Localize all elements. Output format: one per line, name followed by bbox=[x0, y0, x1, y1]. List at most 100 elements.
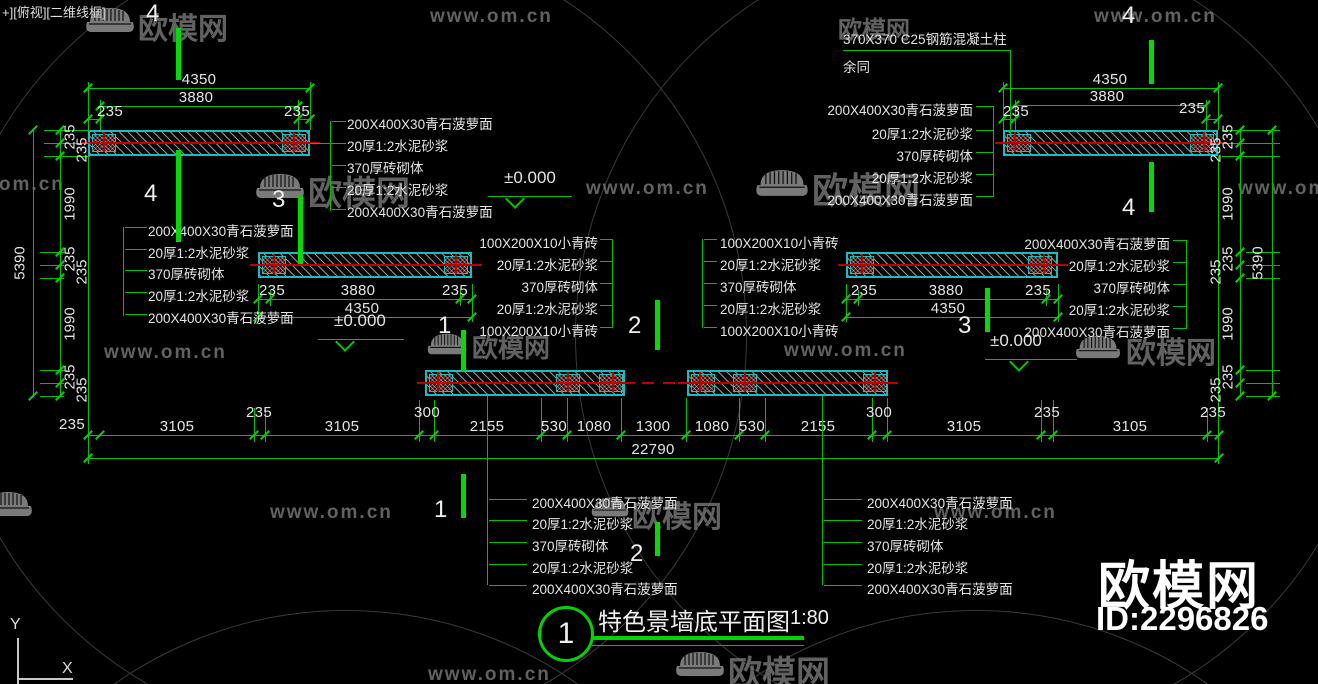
site-brand: 欧模网 bbox=[1098, 558, 1261, 616]
material-note: 20厚1:2水泥砂浆 bbox=[867, 517, 969, 532]
watermark-brand: 欧模网 bbox=[632, 501, 722, 534]
material-note: 200X400X30青石菠萝面 bbox=[867, 582, 1013, 597]
dim-label: 1300 bbox=[635, 418, 671, 435]
dim-label: 4350 bbox=[1092, 71, 1128, 88]
dim-label: 300 bbox=[414, 404, 440, 421]
material-note: 20厚1:2水泥砂浆 bbox=[148, 289, 250, 304]
dim-label: 3880 bbox=[178, 89, 214, 106]
dim-label: 235 bbox=[1025, 282, 1051, 299]
material-note: 200X400X30青石菠萝面 bbox=[867, 496, 1013, 511]
material-note: 200X400X30青石菠萝面 bbox=[532, 496, 678, 511]
dim-label: 3880 bbox=[340, 282, 376, 299]
dim-label: 235 bbox=[59, 416, 85, 433]
sofa-icon bbox=[0, 490, 34, 518]
material-note: 370厚砖砌体 bbox=[1093, 281, 1170, 296]
material-note: 20厚1:2水泥砂浆 bbox=[347, 183, 449, 198]
watermark-brand: 欧模网 bbox=[838, 17, 910, 44]
dim-label: 3105 bbox=[946, 418, 982, 435]
dim-label: 3880 bbox=[928, 282, 964, 299]
material-note: 200X400X30青石菠萝面 bbox=[532, 582, 678, 597]
watermark-url: www.om.cn bbox=[428, 664, 551, 684]
dim-label: 235 bbox=[284, 103, 310, 120]
ucs-y-label: Y bbox=[10, 616, 21, 633]
sofa-icon bbox=[590, 496, 630, 518]
dim-label: 235 bbox=[1034, 404, 1060, 421]
dim-label: 1080 bbox=[694, 418, 730, 435]
section-number: 1 bbox=[434, 496, 448, 523]
material-note: 370厚砖砌体 bbox=[896, 149, 973, 164]
material-note: 200X400X30青石菠萝面 bbox=[347, 117, 493, 132]
material-note: 370厚砖砌体 bbox=[532, 539, 609, 554]
dim-label: 1080 bbox=[576, 418, 612, 435]
material-note: 20厚1:2水泥砂浆 bbox=[148, 246, 250, 261]
dim-label: 235 bbox=[851, 282, 877, 299]
dim-label: 235 bbox=[442, 282, 468, 299]
section-number: 3 bbox=[958, 312, 972, 339]
watermark-brand: 欧模网 bbox=[472, 333, 551, 363]
dim-label: 3105 bbox=[1112, 418, 1148, 435]
dim-label: 2155 bbox=[469, 418, 505, 435]
material-note: 200X400X30青石菠萝面 bbox=[148, 311, 294, 326]
drawing-scale: 1:80 bbox=[790, 607, 829, 629]
dim-label: 3105 bbox=[159, 418, 195, 435]
material-note: 20厚1:2水泥砂浆 bbox=[347, 139, 449, 154]
material-note: 200X400X30青石菠萝面 bbox=[827, 193, 973, 208]
dim-label: 4350 bbox=[181, 71, 217, 88]
section-number: 3 bbox=[272, 186, 286, 213]
viewport-controls-label[interactable]: +][俯视][二维线框] bbox=[2, 5, 106, 20]
watermark-url: www.om.cn bbox=[934, 502, 1057, 523]
level-label: ±0.000 bbox=[334, 311, 386, 330]
section-number: 2 bbox=[628, 312, 642, 339]
material-note: 20厚1:2水泥砂浆 bbox=[1068, 259, 1170, 274]
material-note: 20厚1:2水泥砂浆 bbox=[532, 517, 634, 532]
material-note: 100X200X10小青砖 bbox=[720, 236, 839, 251]
watermark-url: www.om.cn bbox=[586, 178, 709, 199]
material-note: 20厚1:2水泥砂浆 bbox=[720, 258, 822, 273]
dim-label: 2155 bbox=[800, 418, 836, 435]
column-note-rest: 余同 bbox=[843, 60, 870, 75]
watermark-url: www.om.cn bbox=[270, 502, 393, 523]
watermark-circle bbox=[575, 0, 1318, 684]
watermark-url: www.om.cn bbox=[1094, 6, 1217, 27]
dim-label: 530 bbox=[739, 418, 765, 435]
watermark-url: www.om.cn bbox=[1238, 178, 1318, 199]
detail-callout-number: 1 bbox=[557, 617, 575, 650]
watermark-brand: 欧模网 bbox=[308, 175, 410, 213]
dim-label: 235 bbox=[246, 404, 272, 421]
watermark-brand: 欧模网 bbox=[728, 655, 830, 684]
material-note: 370厚砖砌体 bbox=[148, 267, 225, 282]
material-note: 20厚1:2水泥砂浆 bbox=[496, 302, 598, 317]
material-note: 100X200X10小青砖 bbox=[479, 324, 598, 339]
material-note: 370厚砖砌体 bbox=[521, 280, 598, 295]
detail-callout-circle: 1 bbox=[538, 606, 594, 662]
section-number: 4 bbox=[146, 0, 160, 27]
watermark-url: www.om.cn bbox=[104, 342, 227, 363]
dim-label: 235 bbox=[259, 282, 285, 299]
material-note: 370厚砖砌体 bbox=[720, 280, 797, 295]
section-number: 4 bbox=[1122, 194, 1136, 221]
sofa-icon bbox=[426, 332, 468, 356]
watermark-url: www.om.cn bbox=[784, 340, 907, 361]
sofa-icon bbox=[1074, 334, 1122, 360]
dim-label: 4350 bbox=[344, 300, 380, 317]
material-note: 20厚1:2水泥砂浆 bbox=[871, 127, 973, 142]
material-note: 20厚1:2水泥砂浆 bbox=[496, 258, 598, 273]
watermark-url: www.om.cn bbox=[0, 174, 65, 196]
section-number: 2 bbox=[630, 540, 644, 567]
ucs-x-label: X bbox=[62, 660, 73, 677]
watermark-brand: 欧模网 bbox=[1126, 337, 1216, 370]
material-note: 20厚1:2水泥砂浆 bbox=[720, 302, 822, 317]
material-note: 370厚砖砌体 bbox=[347, 161, 424, 176]
sofa-icon bbox=[84, 6, 136, 34]
